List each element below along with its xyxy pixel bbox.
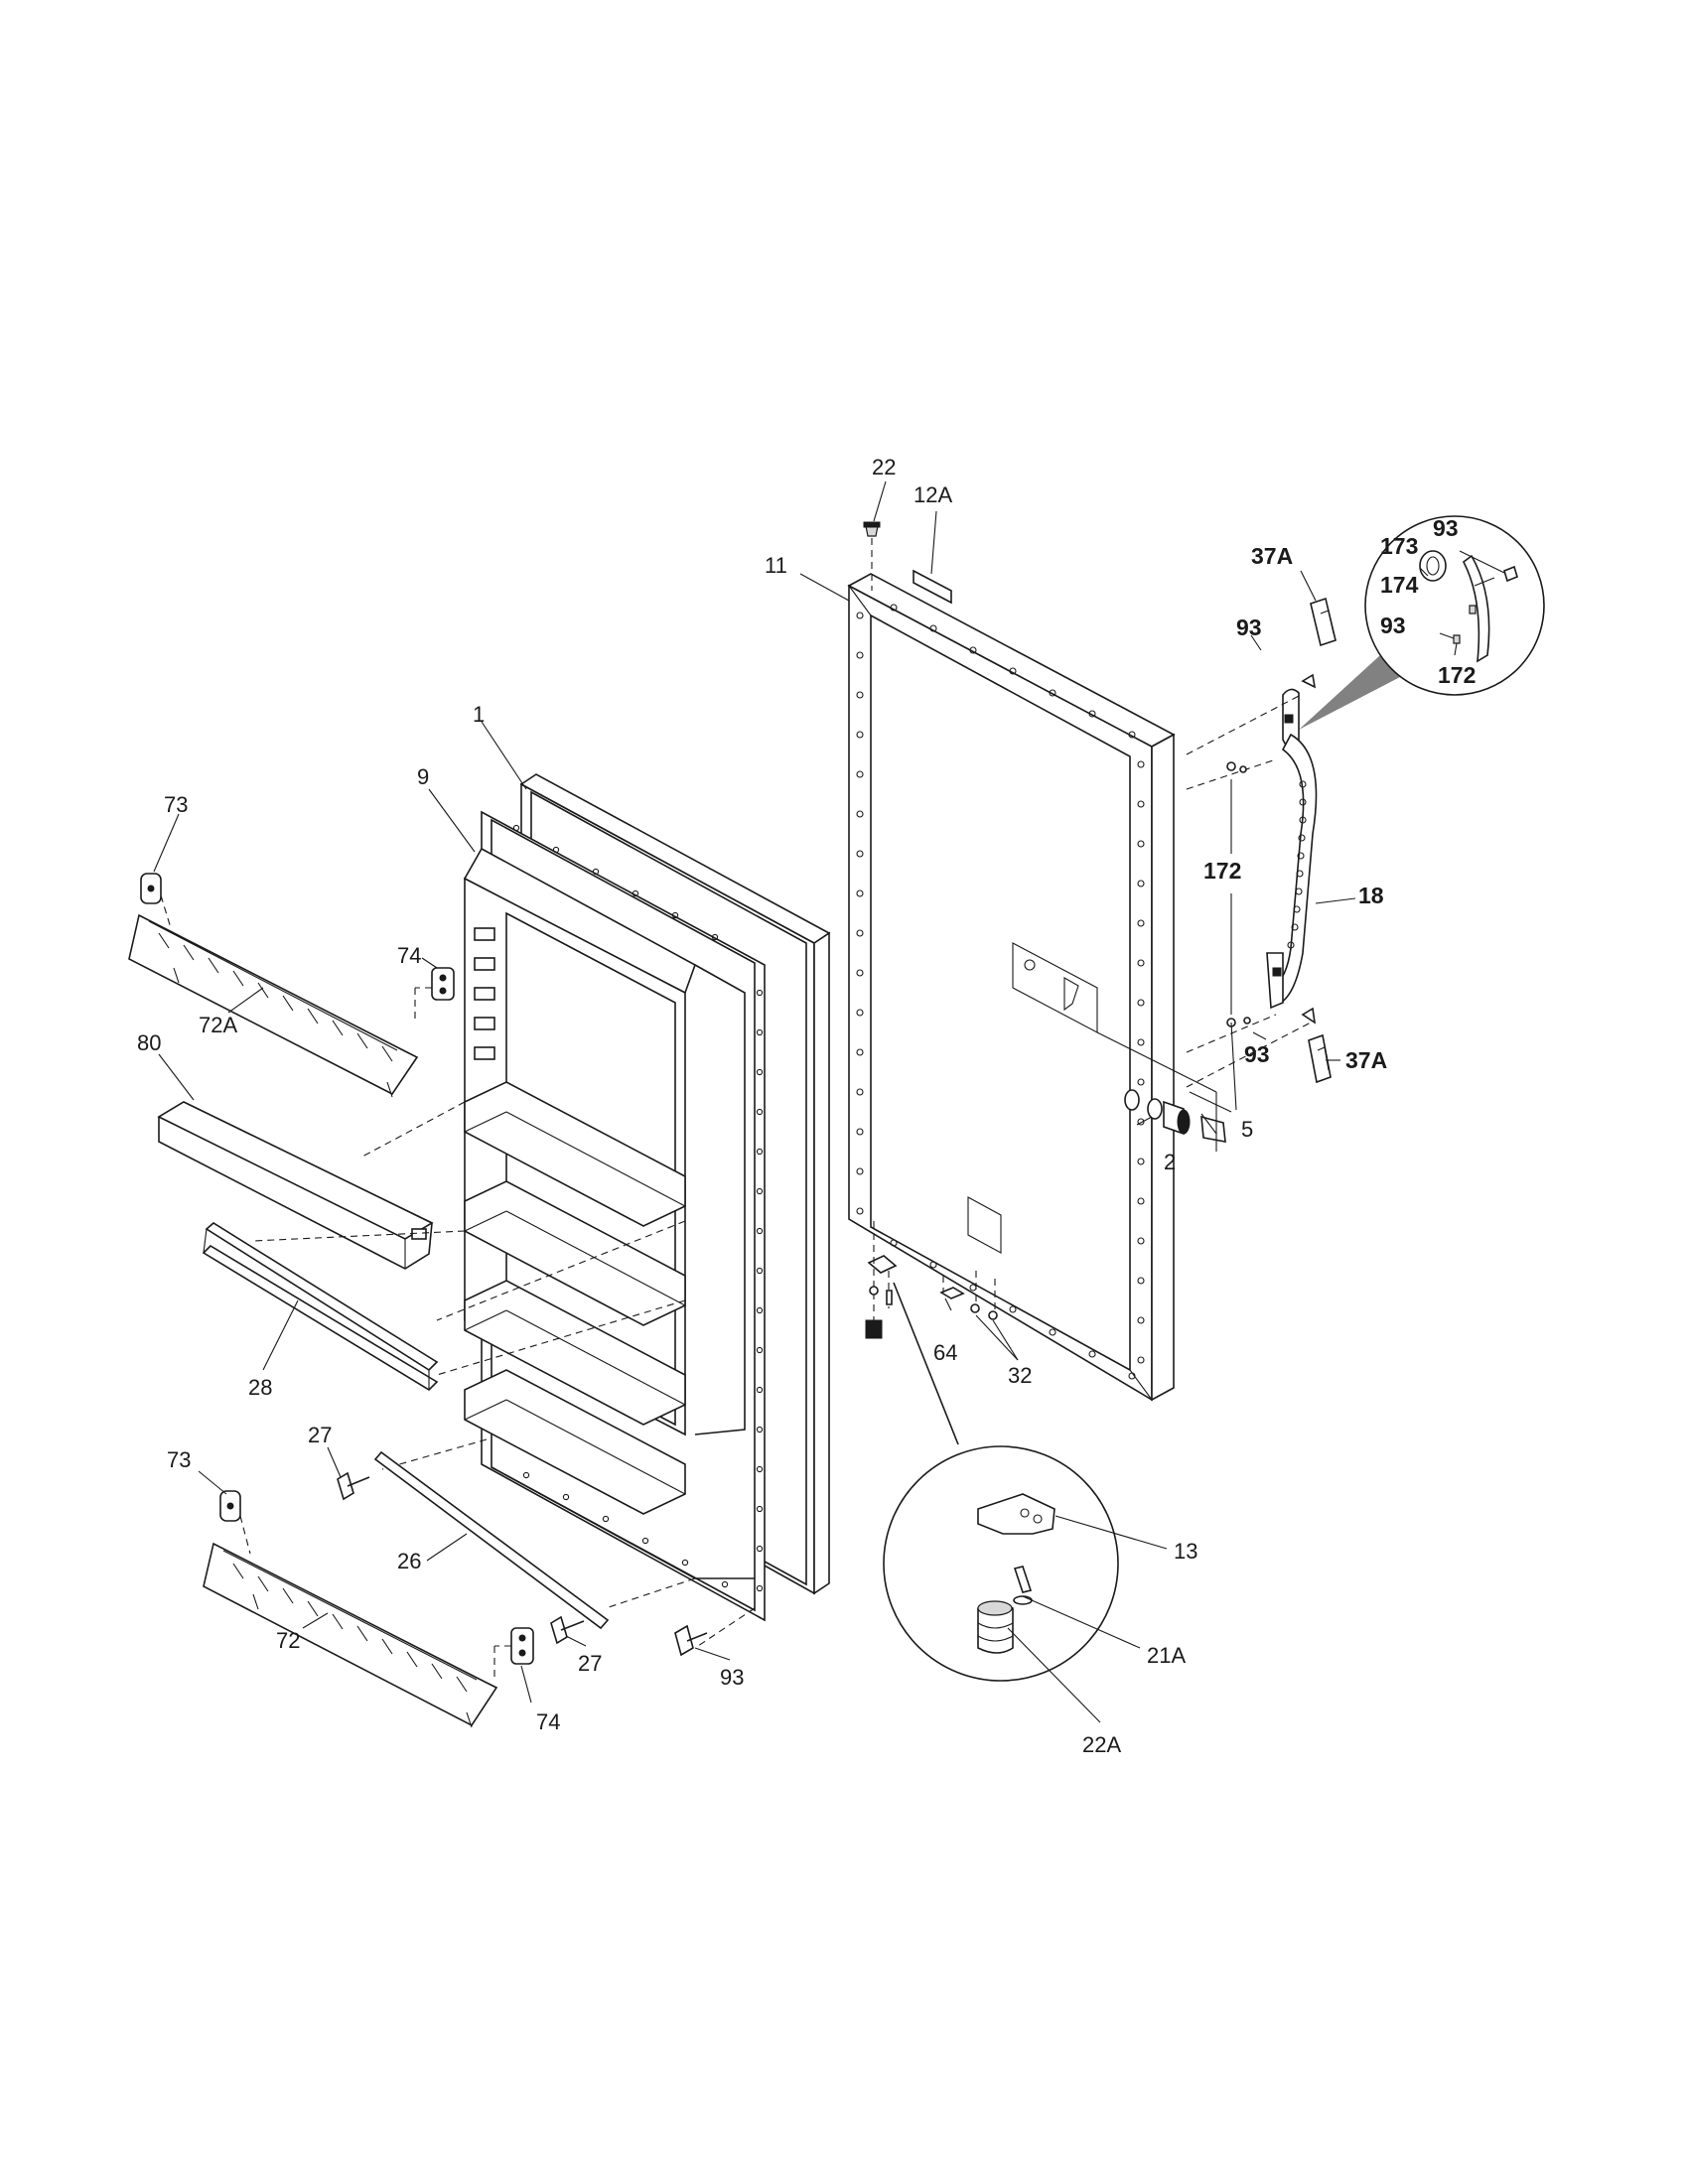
label-73-top: 73 (164, 792, 188, 817)
screw-93-bottom (674, 1624, 708, 1657)
label-9: 9 (417, 764, 429, 789)
label-64: 64 (933, 1340, 957, 1365)
label-172-detail: 172 (1438, 662, 1476, 688)
label-37a-bottom: 37A (1345, 1047, 1387, 1073)
wire-basket-72 (203, 1542, 498, 1728)
label-28: 28 (248, 1375, 272, 1400)
screw-27-left (337, 1471, 370, 1501)
label-21a: 21A (1147, 1643, 1186, 1668)
label-73-bottom: 73 (167, 1447, 191, 1472)
handle-grip-ridges (1287, 780, 1307, 949)
lock-cylinder-5 (1124, 1089, 1232, 1143)
door-handle-18 (1266, 688, 1318, 1010)
wire-basket-72a (128, 913, 419, 1098)
screw-22 (863, 521, 881, 591)
handle-detail-callout (1299, 515, 1545, 730)
shelf-rail-28 (202, 1222, 439, 1392)
label-74-top: 74 (397, 943, 421, 968)
cap-37a-top (1310, 597, 1336, 647)
label-93-bottom: 93 (720, 1665, 744, 1690)
door-shelf-4 (464, 1369, 686, 1515)
label-93-handle-bottom: 93 (1244, 1041, 1270, 1067)
part-labels: 1 9 11 12A 22 73 72A 74 80 28 27 26 27 9… (137, 455, 1476, 1757)
door-shelf-1 (464, 1081, 686, 1227)
door-shelf-3 (464, 1280, 686, 1426)
label-93-detail-mid: 93 (1380, 613, 1406, 638)
label-74-bottom: 74 (536, 1709, 560, 1734)
label-27-left: 27 (308, 1423, 332, 1447)
label-26: 26 (397, 1549, 421, 1573)
hinge-small-parts (865, 1221, 998, 1339)
leader-lines (153, 480, 1505, 1723)
clip-73-top (140, 873, 172, 929)
assembly-guide-lines (252, 1101, 756, 1649)
shelf-rod-26 (373, 1450, 610, 1630)
panel-screw-holes (856, 604, 1145, 1380)
label-37a-top: 37A (1251, 543, 1293, 569)
label-174: 174 (1380, 572, 1419, 598)
label-13: 13 (1174, 1539, 1197, 1564)
hinge-detail-leader (893, 1282, 959, 1445)
label-72: 72 (276, 1628, 300, 1653)
clip-73-bottom (219, 1490, 251, 1555)
liner-screw-holes (512, 824, 764, 1592)
label-32: 32 (1008, 1363, 1032, 1388)
handle-fastener-guides (1186, 673, 1317, 1088)
screw-27-right (550, 1615, 585, 1645)
label-22: 22 (872, 455, 896, 479)
hinge-detail-callout (883, 1445, 1119, 1682)
leader-2-bracket (1096, 1031, 1217, 1093)
label-2: 2 (1164, 1150, 1176, 1174)
label-5: 5 (1241, 1117, 1253, 1142)
label-12a: 12A (914, 482, 952, 507)
outer-door-panel (847, 569, 1176, 1402)
shelf-clips (474, 927, 495, 1060)
label-172-left: 172 (1203, 858, 1241, 884)
clip-74-bottom (493, 1627, 534, 1678)
label-1: 1 (473, 702, 485, 727)
cap-37a-bottom (1308, 1033, 1332, 1084)
label-plate-12a (913, 569, 952, 605)
label-173: 173 (1380, 533, 1418, 559)
inner-door-liner (463, 810, 766, 1622)
label-80: 80 (137, 1030, 161, 1055)
label-72a: 72A (199, 1013, 237, 1037)
label-18: 18 (1358, 883, 1384, 908)
clip-74-top (414, 967, 455, 1023)
label-27-right: 27 (578, 1651, 602, 1676)
label-22a: 22A (1082, 1732, 1121, 1757)
label-11: 11 (765, 553, 787, 578)
door-bin-80 (157, 1101, 434, 1270)
label-93-handle-top: 93 (1236, 614, 1262, 640)
label-93-detail-top: 93 (1433, 515, 1459, 541)
